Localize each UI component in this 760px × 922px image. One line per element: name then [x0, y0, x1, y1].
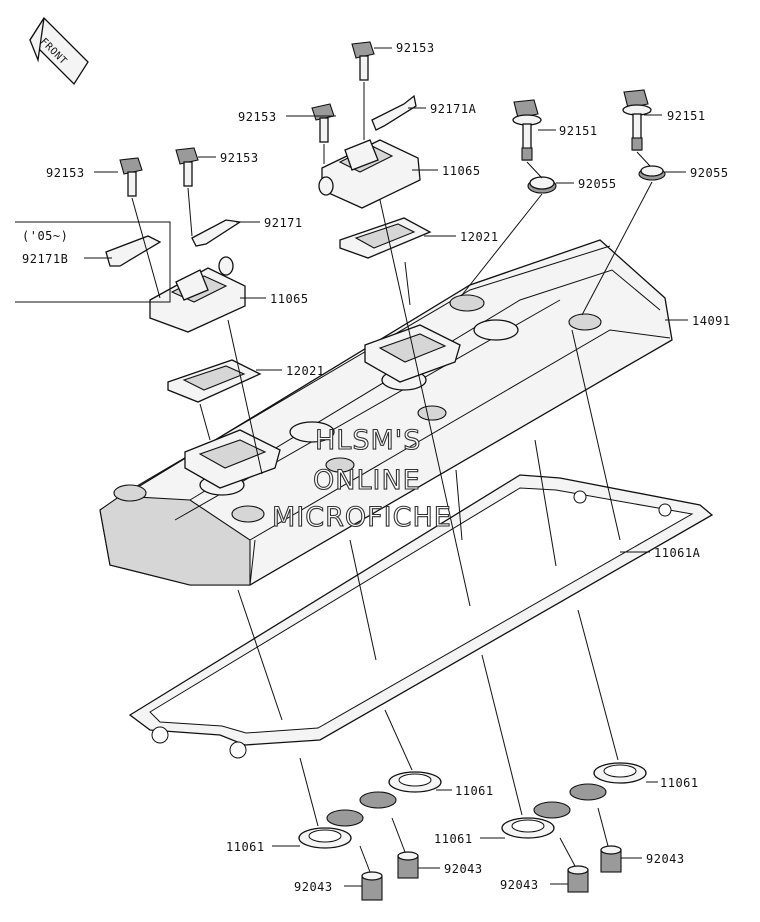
clamp-92171a	[371, 94, 417, 131]
callout-11061: 11061	[455, 784, 494, 798]
breather-plate-right	[339, 217, 432, 259]
plug-gasket-4	[569, 762, 647, 801]
callout-92055: 92055	[690, 166, 729, 180]
callout-92043: 92043	[294, 880, 333, 894]
spacer-92043-2	[397, 851, 419, 879]
callout-92043: 92043	[646, 852, 685, 866]
plug-gasket-3	[501, 801, 571, 839]
callout-92171: 92171	[264, 216, 303, 230]
callout-92151: 92151	[667, 109, 706, 123]
callout-11065: 11065	[270, 292, 309, 306]
grommet-92055-right	[638, 165, 666, 181]
watermark-line-2: ONLINE	[313, 465, 421, 496]
callout-92171a: 92171A	[430, 102, 477, 116]
breather-cover-left	[149, 256, 246, 333]
callout-11061: 11061	[660, 776, 699, 790]
front-arrow-icon: FRONT	[29, 16, 89, 86]
bolt-92153-mid	[311, 103, 335, 143]
bolt-92153-left	[119, 157, 143, 197]
callout-92171b: 92171B	[22, 252, 68, 266]
callout-11061: 11061	[226, 840, 265, 854]
callout-14091: 14091	[692, 314, 731, 328]
callout-92055: 92055	[578, 177, 617, 191]
clamp-92171	[191, 219, 242, 247]
callout-92153: 92153	[238, 110, 277, 124]
bolt-92153-top	[351, 41, 375, 81]
variant-note: ('05~)	[22, 229, 68, 243]
watermark: HLSM'S ONLINE MICROFICHE	[271, 424, 452, 533]
cylinder-head-cover	[99, 239, 673, 586]
callout-12021: 12021	[286, 364, 325, 378]
callout-92153: 92153	[220, 151, 259, 165]
watermark-line-1: HLSM'S	[315, 425, 421, 456]
leader-lines	[84, 47, 688, 887]
plug-gasket-1	[298, 809, 364, 849]
callout-12021: 12021	[460, 230, 499, 244]
bolt-92151-right	[622, 89, 652, 151]
callout-92153: 92153	[46, 166, 85, 180]
spacer-92043-3	[567, 865, 589, 893]
callout-11061a: 11061A	[654, 546, 701, 560]
callout-92151: 92151	[559, 124, 598, 138]
callout-92153: 92153	[396, 41, 435, 55]
bolt-92153-second	[175, 147, 199, 187]
callout-labels: ('05~) 92153 92171A 92153 92151 92151 11…	[22, 41, 731, 894]
grommet-92055-left	[527, 176, 557, 194]
callout-92043: 92043	[500, 878, 539, 892]
watermark-line-3: MICROFICHE	[272, 502, 452, 533]
breather-cover-right	[318, 139, 421, 209]
head-cover-gasket	[128, 474, 714, 759]
callout-92043: 92043	[444, 862, 483, 876]
callout-11065: 11065	[442, 164, 481, 178]
spacer-92043-4	[600, 845, 622, 873]
callout-11061: 11061	[434, 832, 473, 846]
spacer-92043-1	[361, 871, 383, 901]
assembly-guide-lines	[131, 82, 653, 873]
plug-gasket-2	[359, 771, 442, 809]
bolt-92151-left	[512, 99, 542, 161]
breather-plate-left	[167, 359, 262, 403]
clamp-92171b	[105, 235, 162, 267]
